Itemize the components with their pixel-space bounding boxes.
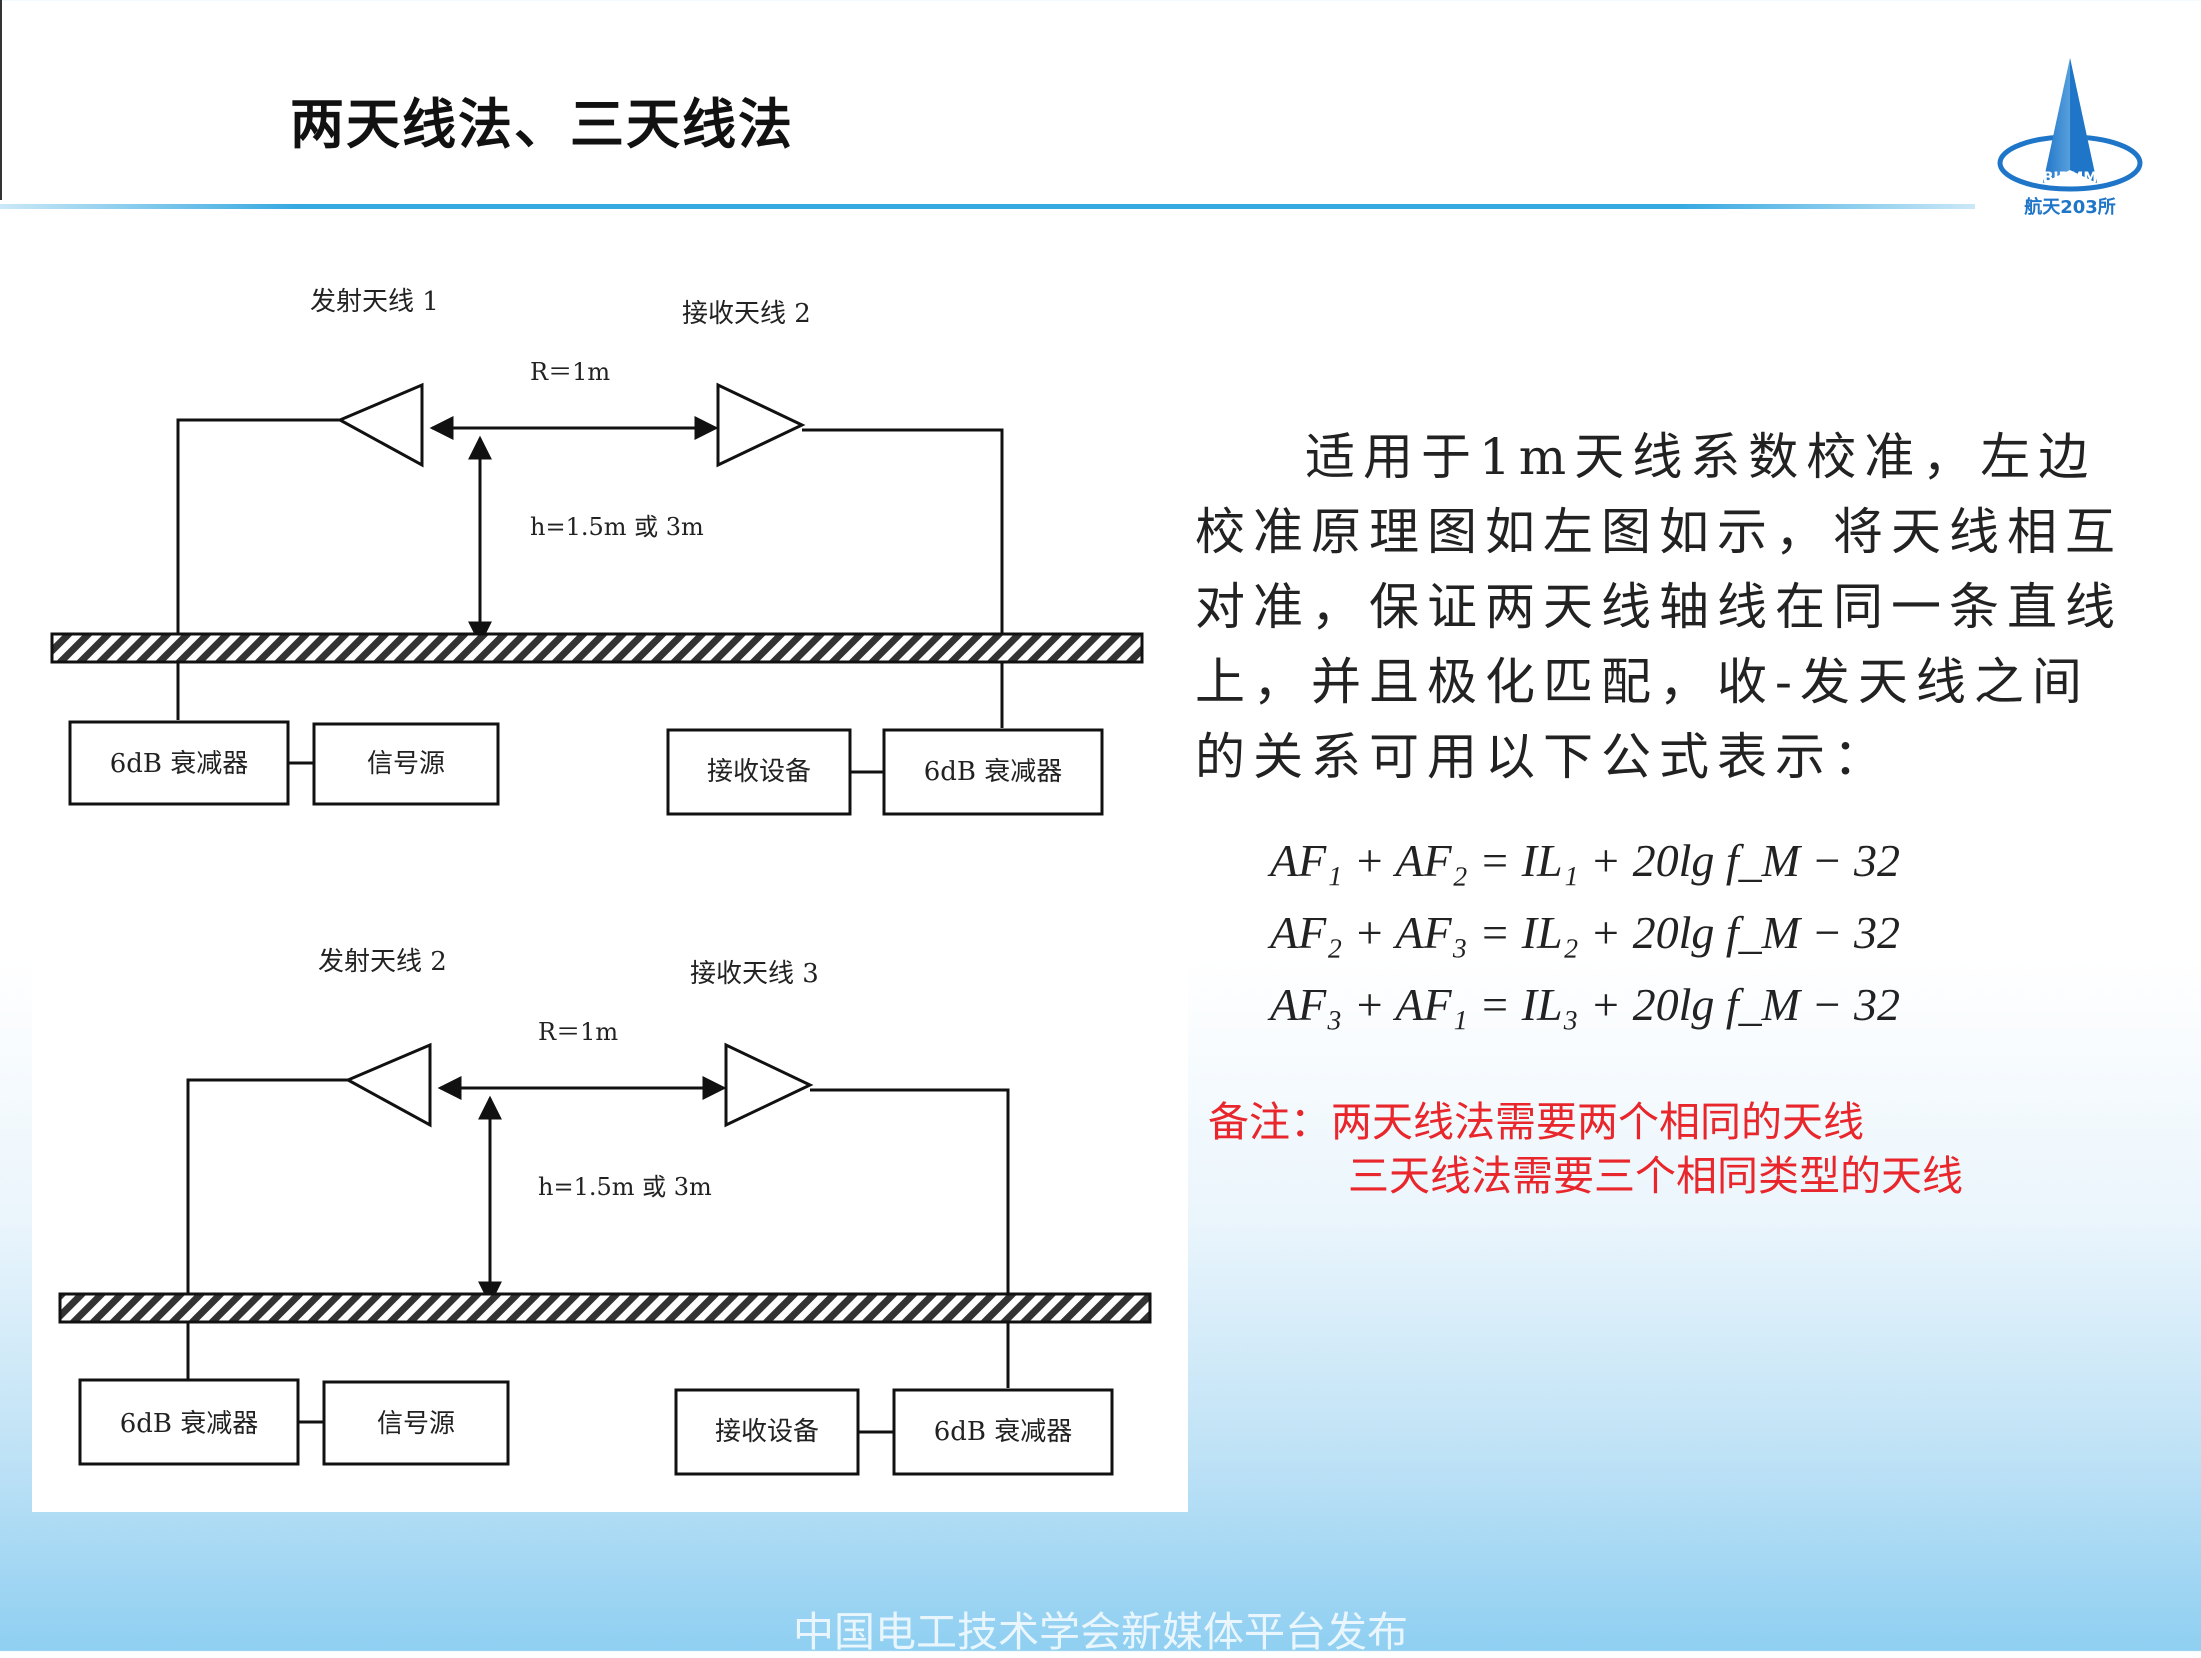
tx-antenna-label-2: 发射天线 2 [318, 947, 447, 977]
ground-plane-2 [58, 1292, 1152, 1324]
remark-line-2: 三天线法需要三个相同类型的天线 [1348, 1152, 1963, 1200]
attenuator-label-left-2: 6dB 衰减器 [120, 1409, 259, 1439]
attenuator-label-right-2: 6dB 衰减器 [934, 1417, 1073, 1447]
attenuator-label-right: 6dB 衰减器 [924, 757, 1063, 787]
attenuator-label-left: 6dB 衰减器 [110, 749, 249, 779]
ground-plane [50, 632, 1144, 664]
logo-text: BIRMM [2043, 170, 2098, 186]
calibration-diagrams: 发射天线 1 接收天线 2 R＝1m h=1.5m 或 3m 6dB 衰减器 信… [32, 250, 1188, 1512]
distance-label: R＝1m [530, 358, 610, 386]
formula-1: AF₁ + AF₂ = IL₁ + 20lg f_M − 32 [1270, 835, 1900, 886]
rx-antenna-shape-2 [724, 1042, 814, 1128]
attenuator-box-right-2 [892, 1388, 1114, 1476]
distance-label-2: R＝1m [538, 1018, 618, 1046]
birmm-logo: BIRMM 航天203所 [1997, 58, 2143, 218]
receiver-label-2: 接收设备 [715, 1417, 819, 1447]
signal-source-label: 信号源 [367, 749, 445, 779]
diagram-three-antenna: 发射天线 2 接收天线 3 R＝1m h=1.5m 或 3m 6dB 衰减器 信… [58, 947, 1152, 1476]
signal-source-box [312, 722, 500, 806]
signal-source-box-2 [322, 1380, 510, 1466]
tx-antenna-label: 发射天线 1 [310, 287, 439, 317]
left-edge-rule [0, 0, 2, 200]
diagram-two-antenna: 发射天线 1 接收天线 2 R＝1m h=1.5m 或 3m 6dB 衰减器 信… [50, 287, 1144, 816]
tx-antenna-shape [336, 382, 424, 468]
rx-antenna-shape [716, 382, 806, 468]
rx-antenna-label: 接收天线 2 [682, 299, 811, 329]
formula-3: AF₃ + AF₁ = IL₃ + 20lg f_M − 32 [1270, 979, 1900, 1030]
tx-antenna-shape-2 [344, 1042, 432, 1128]
description-text: 适用于1m天线系数校准，左边校准原理图如左图如示，将天线相互对准，保证两天线轴线… [1195, 428, 2123, 786]
page-title: 两天线法、三天线法 [290, 92, 794, 156]
header-divider [0, 204, 1975, 209]
remark-line-1: 备注：两天线法需要两个相同的天线 [1208, 1098, 1864, 1146]
attenuator-box-right [882, 728, 1104, 816]
footer-watermark: 中国电工技术学会新媒体平台发布 [793, 1608, 1408, 1656]
height-label: h=1.5m 或 3m [530, 513, 704, 541]
formula-2: AF₂ + AF₃ = IL₂ + 20lg f_M − 32 [1270, 907, 1900, 958]
formula-list: AF₁ + AF₂ = IL₁ + 20lg f_M − 32 AF₂ + AF… [1270, 825, 1900, 1041]
signal-source-label-2: 信号源 [377, 1409, 455, 1439]
rx-antenna-label-2: 接收天线 3 [690, 959, 819, 989]
logo-caption: 航天203所 [2024, 196, 2116, 218]
receiver-label: 接收设备 [707, 757, 811, 787]
remark-note: 备注：两天线法需要两个相同的天线 三天线法需要三个相同类型的天线 [1208, 1095, 1963, 1203]
height-label-2: h=1.5m 或 3m [538, 1173, 712, 1201]
